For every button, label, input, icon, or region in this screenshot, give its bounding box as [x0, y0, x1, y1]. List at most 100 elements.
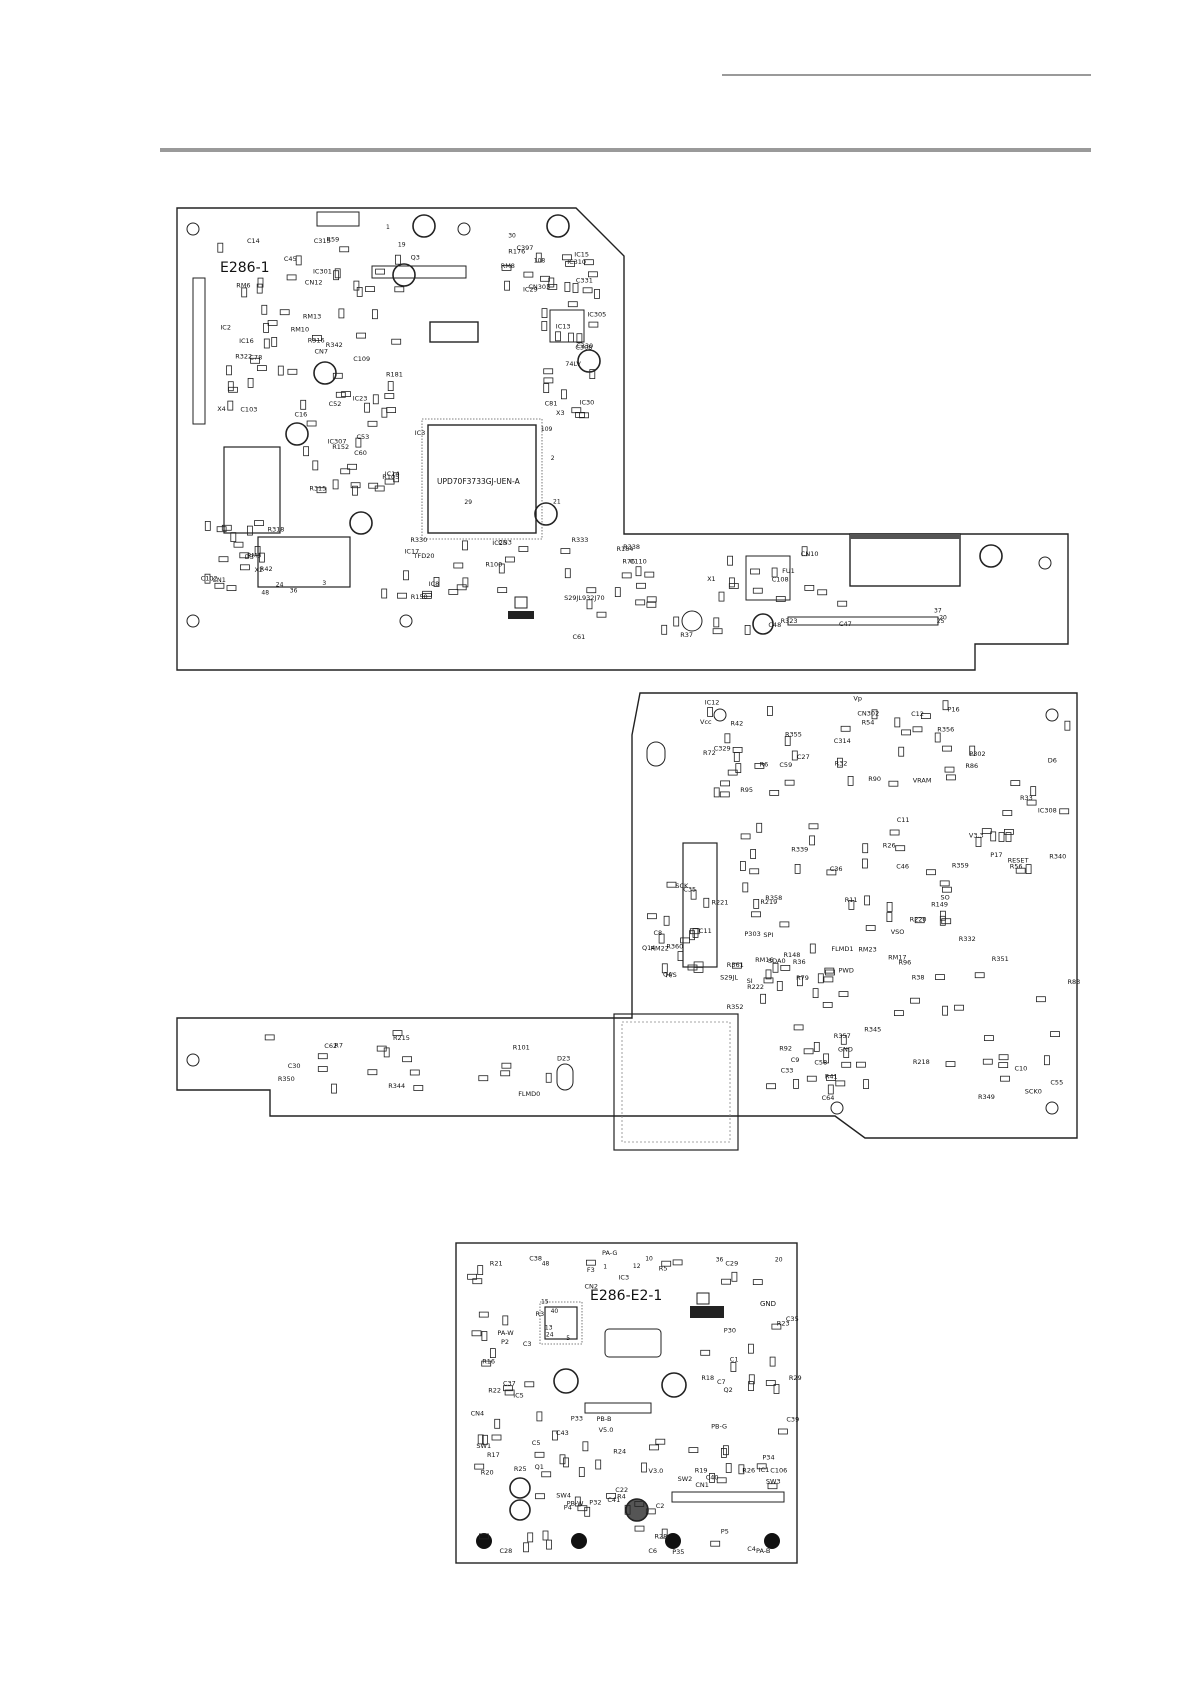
silkscreen-label: P17	[990, 851, 1002, 859]
component-pad	[246, 525, 253, 536]
silkscreen-label: VRAM	[913, 776, 932, 784]
component-pad	[586, 599, 593, 610]
silkscreen-label: 20	[775, 1257, 783, 1264]
silkscreen-label: IC308	[1038, 807, 1057, 815]
silkscreen-label: R21	[490, 1260, 503, 1268]
silkscreen-label: C22	[615, 1486, 628, 1494]
component-pad	[767, 706, 773, 716]
component-pad	[765, 969, 772, 980]
component-pad	[353, 280, 360, 291]
ic25-package	[745, 555, 791, 601]
silkscreen-label: RM17	[888, 953, 906, 961]
silkscreen-label: R3	[536, 1310, 545, 1318]
silkscreen-label: C106	[770, 1467, 787, 1475]
component-pad	[889, 829, 900, 836]
silkscreen-label: IC5	[513, 1392, 524, 1400]
component-pad	[1000, 1075, 1010, 1082]
component-pad	[910, 997, 920, 1004]
silkscreen-label: C108	[772, 576, 789, 584]
component-pad	[575, 411, 585, 418]
component-pad	[725, 1463, 732, 1473]
silkscreen-label: C52	[329, 400, 342, 408]
silkscreen-label: R76	[622, 557, 635, 565]
component-pad	[367, 420, 378, 427]
component-pad	[812, 988, 819, 998]
component-pad	[784, 736, 791, 746]
component-pad	[835, 1080, 846, 1087]
component-pad	[1002, 810, 1013, 816]
silkscreen-label: R339	[791, 845, 808, 853]
silkscreen-label: R6	[760, 761, 769, 769]
silkscreen-label: IC11	[697, 927, 712, 935]
component-pad	[588, 271, 598, 278]
silkscreen-label: IC310	[567, 258, 586, 266]
component-pad	[472, 1278, 483, 1285]
silkscreen-label: P4	[564, 1504, 572, 1512]
component-pad	[456, 584, 467, 591]
component-pad	[727, 555, 733, 566]
silkscreen-label: C36	[830, 865, 843, 873]
component-pad	[421, 593, 432, 599]
component-pad	[775, 596, 786, 602]
mount-hole	[186, 1053, 200, 1067]
silkscreen-label: R344	[388, 1082, 405, 1090]
component-pad	[541, 308, 548, 319]
capacitor-c108	[979, 544, 1003, 568]
component-pad	[767, 1483, 778, 1490]
silkscreen-label: RM10	[291, 326, 309, 334]
component-pad	[771, 567, 778, 578]
silkscreen-label: P302	[969, 750, 985, 758]
component-pad	[478, 1311, 489, 1318]
board-second-outline	[176, 692, 1078, 1139]
silkscreen-label: IC3	[415, 429, 426, 437]
silkscreen-label: C110	[630, 558, 647, 566]
component-pad	[588, 321, 599, 328]
silkscreen-label: CN10	[801, 550, 819, 558]
component-pad	[524, 1381, 535, 1388]
silkscreen-label: 19	[398, 241, 406, 248]
component-pad	[837, 600, 848, 607]
silkscreen-label: R357	[834, 1032, 851, 1040]
component-pad	[331, 1083, 337, 1094]
connector-cn302-inner	[621, 1021, 731, 1143]
component-pad	[218, 556, 229, 563]
silkscreen-label: R29	[789, 1374, 802, 1382]
silkscreen-label: 37	[934, 607, 942, 614]
silkscreen-label: CN303	[528, 283, 550, 291]
component-pad	[1025, 864, 1032, 874]
component-pad	[332, 479, 339, 490]
silkscreen-label: C331	[576, 277, 593, 285]
component-pad	[806, 1075, 817, 1082]
component-pad	[555, 331, 561, 342]
component-pad	[942, 745, 952, 752]
silkscreen-label: R342	[326, 341, 343, 349]
silkscreen-label: C81	[545, 400, 558, 408]
component-pad	[277, 365, 284, 376]
component-pad	[731, 1271, 738, 1282]
component-pad	[352, 485, 358, 496]
component-pad	[523, 271, 534, 278]
component-pad	[574, 1496, 581, 1507]
component-pad	[481, 1331, 488, 1341]
component-pad	[1044, 1055, 1050, 1066]
silkscreen-label: 48	[261, 590, 269, 597]
component-pad	[606, 1493, 616, 1499]
component-pad	[233, 541, 244, 548]
silkscreen-label: R28	[655, 1532, 668, 1540]
component-pad	[723, 1445, 729, 1456]
component-pad	[572, 283, 579, 293]
silkscreen-label: SPI	[763, 931, 773, 939]
component-pad	[477, 1265, 484, 1275]
component-pad	[562, 254, 572, 261]
component-pad	[939, 880, 950, 887]
silkscreen-label: FLMD1	[831, 945, 853, 953]
component-pad	[766, 1083, 776, 1090]
component-pad	[204, 521, 211, 531]
silkscreen-label: C38	[529, 1255, 542, 1263]
g-mark-box	[514, 596, 528, 609]
component-pad	[204, 573, 211, 584]
silkscreen-label: R323	[781, 617, 798, 625]
component-pad	[886, 902, 893, 912]
silkscreen-label: R352	[727, 1003, 744, 1011]
silkscreen-label: R96	[899, 959, 912, 967]
